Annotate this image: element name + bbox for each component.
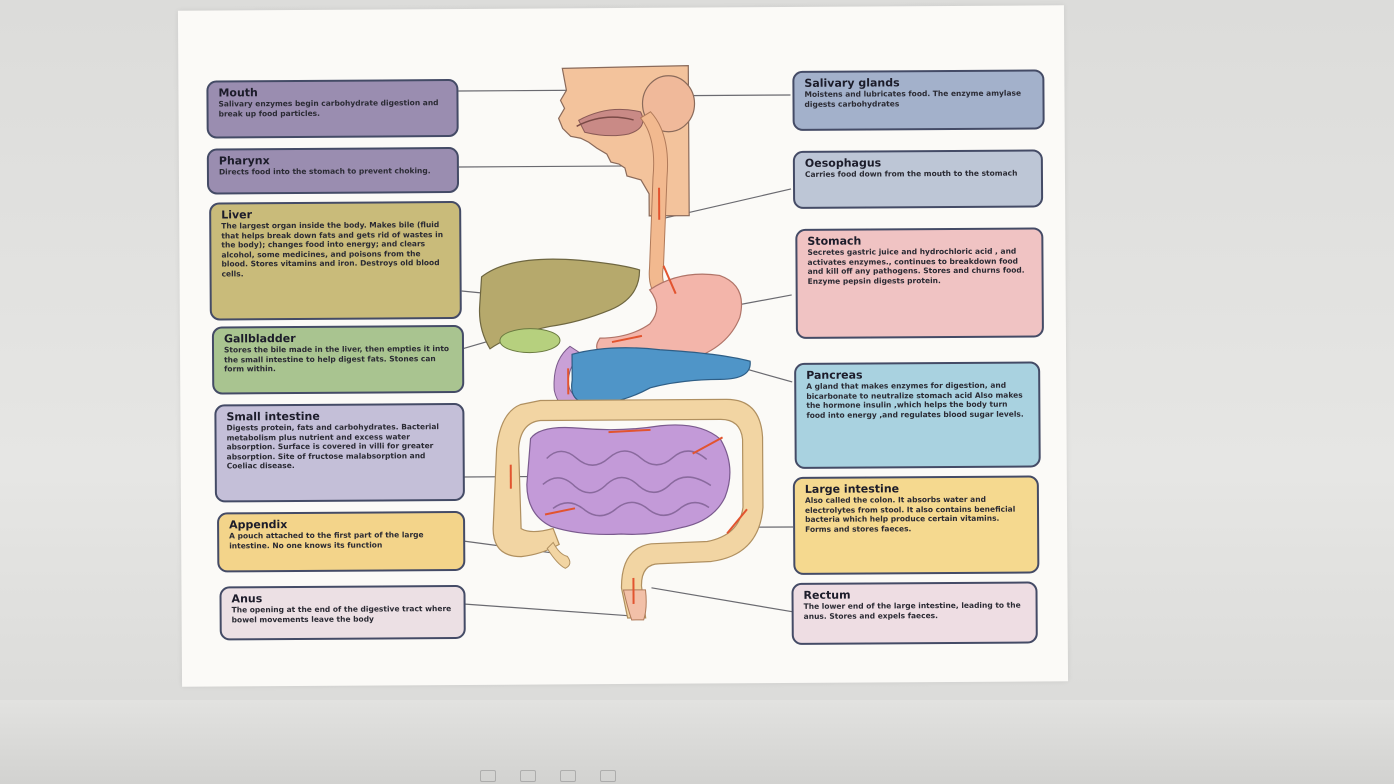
taskbar-icon <box>480 770 496 782</box>
liver-illustration <box>478 258 641 350</box>
label-box-stomach: Stomach Secretes gastric juice and hydro… <box>795 227 1044 339</box>
label-text: A gland that makes enzymes for digestion… <box>806 380 1024 420</box>
label-text: Moistens and lubricates food. The enzyme… <box>804 88 1022 109</box>
taskbar-icon <box>520 770 536 782</box>
flow-arrow <box>608 428 651 434</box>
label-title: Pancreas <box>806 368 863 382</box>
pancreas-illustration <box>571 347 751 405</box>
label-text: The lower end of the large intestine, le… <box>803 600 1021 621</box>
taskbar <box>480 768 1120 784</box>
label-text: A pouch attached to the first part of th… <box>229 530 424 550</box>
line-anus <box>463 603 632 617</box>
label-box-liver: Liver The largest organ inside the body.… <box>209 200 462 321</box>
line-salivary <box>688 94 791 97</box>
gallbladder-illustration <box>499 328 561 354</box>
rectum-illustration <box>622 589 647 621</box>
label-text: Digests protein, fats and carbohydrates.… <box>226 422 440 471</box>
label-text: Directs food into the stomach to prevent… <box>218 166 431 177</box>
label-box-pharynx: Pharynx Directs food into the stomach to… <box>206 146 460 195</box>
small-intestine-coils <box>542 450 712 517</box>
food-flow-arrows <box>509 187 748 604</box>
large-intestine-illustration <box>492 398 764 619</box>
label-box-oesophagus: Oesophagus Carries food down from the mo… <box>792 149 1044 209</box>
label-text: Salivary enzymes begin carbohydrate dige… <box>218 98 439 118</box>
label-text: The largest organ inside the body. Makes… <box>221 220 444 278</box>
line-rectum <box>651 587 794 613</box>
label-text: The opening at the end of the digestive … <box>231 604 452 624</box>
label-box-large-intestine: Large intestine Also called the colon. I… <box>792 475 1040 575</box>
taskbar-icon <box>600 770 616 782</box>
diagram-sheet: Mouth Salivary enzymes begin carbohydrat… <box>177 5 1069 687</box>
label-box-appendix: Appendix A pouch attached to the first p… <box>217 510 466 573</box>
label-box-small-intestine: Small intestine Digests protein, fats an… <box>214 402 465 503</box>
flow-arrow <box>726 508 748 535</box>
label-box-anus: Anus The opening at the end of the diges… <box>219 584 466 641</box>
label-text: Stores the bile made in the liver, then … <box>223 344 450 374</box>
flow-arrow <box>544 507 576 516</box>
mouth-cavity-illustration <box>577 108 644 137</box>
flow-arrow <box>662 265 677 295</box>
flow-arrow <box>611 334 643 344</box>
line-pharynx <box>458 165 644 168</box>
appendix-illustration <box>546 541 571 569</box>
label-title: Anus <box>231 592 263 606</box>
monitor-bezel <box>0 700 1394 784</box>
label-title: Rectum <box>803 588 851 602</box>
label-box-rectum: Rectum The lower end of the large intest… <box>791 581 1038 645</box>
tongue-illustration <box>576 116 634 127</box>
label-text: Secretes gastric juice and hydrochloric … <box>807 246 1025 286</box>
label-box-salivary-glands: Salivary glands Moistens and lubricates … <box>792 69 1045 131</box>
small-intestine-illustration <box>526 424 731 536</box>
label-box-pancreas: Pancreas A gland that makes enzymes for … <box>794 361 1041 469</box>
label-box-gallbladder: Gallbladder Stores the bile made in the … <box>211 324 465 395</box>
label-text: Also called the colon. It absorbs water … <box>804 494 1016 534</box>
digestive-system-illustration <box>478 64 764 621</box>
flow-arrow <box>692 436 724 455</box>
label-box-mouth: Mouth Salivary enzymes begin carbohydrat… <box>206 79 459 139</box>
label-text: Carries food down from the mouth to the … <box>804 168 1018 179</box>
taskbar-icon <box>560 770 576 782</box>
